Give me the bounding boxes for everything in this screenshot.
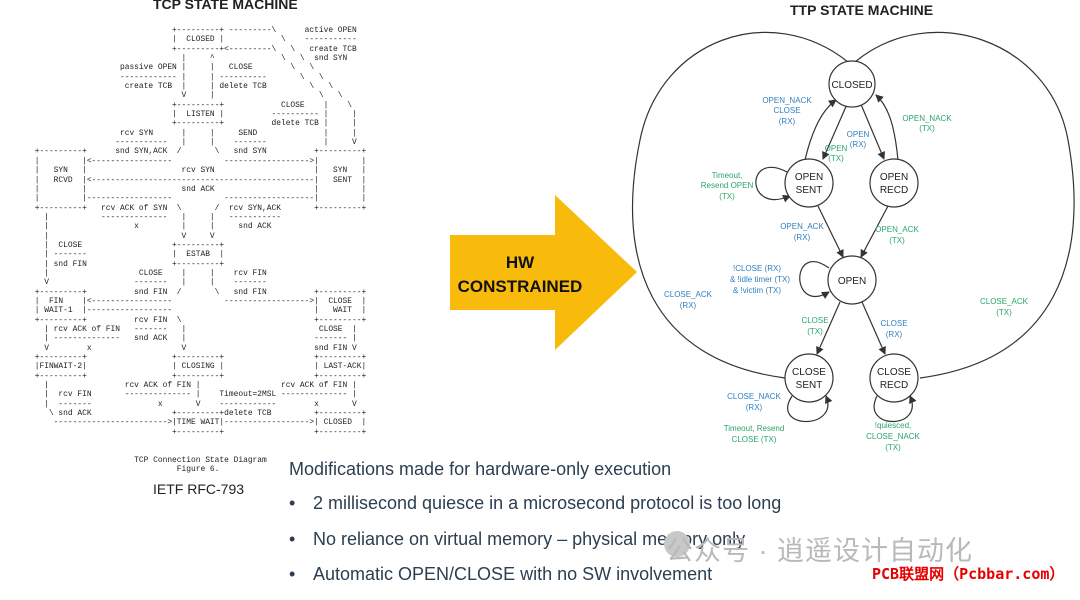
svg-text:OPEN: OPEN [847, 130, 870, 139]
edge-open-to-close-sent [816, 301, 841, 355]
edge-recd-to-closed [875, 94, 899, 161]
svg-text:OPEN: OPEN [795, 172, 823, 183]
svg-text:(TX): (TX) [919, 124, 935, 133]
loop-open [799, 261, 830, 299]
label-close-nack-rx: CLOSE_NACK (RX) [727, 392, 781, 412]
wechat-icon [664, 531, 690, 557]
hw-constrained-arrow: HW CONSTRAINED [450, 195, 637, 350]
svg-text:& !victim (TX): & !victim (TX) [733, 286, 781, 295]
svg-text:(TX): (TX) [889, 236, 905, 245]
svg-text:Timeout,: Timeout, [712, 171, 743, 180]
rfc-source-label: IETF RFC-793 [153, 481, 245, 497]
edge-closed-outer-left [631, 31, 856, 379]
svg-text:!quiesced,: !quiesced, [875, 421, 911, 430]
watermark: 公众号 · 逍遥设计自动化 [666, 536, 973, 566]
state-close-recd: CLOSE RECD [869, 353, 919, 403]
label-close-rx: CLOSE (RX) [880, 319, 907, 339]
edge-closed-to-sent [822, 101, 849, 160]
label-open-nack-close-rx: OPEN_NACK CLOSE (RX) [762, 96, 812, 126]
svg-text:CLOSED: CLOSED [831, 80, 872, 91]
tcp-title: TCP STATE MACHINE [153, 0, 298, 12]
svg-text:SENT: SENT [796, 185, 823, 196]
svg-text:(RX): (RX) [680, 301, 697, 310]
list-item: •Automatic OPEN/CLOSE with no SW involve… [289, 564, 713, 584]
label-open-rx: OPEN (RX) [847, 130, 870, 149]
label-close-ack-tx: CLOSE_ACK (TX) [980, 297, 1029, 317]
bullet-icon: • [289, 493, 296, 513]
edge-open-to-close-recd [861, 301, 886, 355]
svg-text:(TX): (TX) [885, 443, 901, 452]
state-open: OPEN [827, 255, 877, 305]
bullet-icon: • [289, 564, 296, 584]
svg-text:Resend OPEN: Resend OPEN [701, 181, 754, 190]
ttp-title: TTP STATE MACHINE [790, 2, 934, 18]
svg-text:OPEN: OPEN [825, 144, 848, 153]
label-open-ack-rx: OPEN_ACK (RX) [780, 222, 824, 242]
svg-text:(RX): (RX) [850, 140, 867, 149]
label-open-ack-tx: OPEN_ACK (TX) [875, 225, 919, 245]
modifications-heading: Modifications made for hardware-only exe… [289, 459, 672, 479]
list-item: •2 millisecond quiesce in a microsecond … [289, 493, 782, 513]
edge-closed-to-recd [859, 101, 885, 160]
svg-text:(RX): (RX) [886, 330, 903, 339]
list-item: •No reliance on virtual memory – physica… [289, 528, 746, 549]
label-open-loop: !CLOSE (RX) & !idle timer (TX) & !victim… [730, 264, 790, 295]
modifications-list: •2 millisecond quiesce in a microsecond … [289, 493, 781, 600]
svg-text:!CLOSE (RX): !CLOSE (RX) [733, 264, 781, 273]
svg-text:Timeout, Resend: Timeout, Resend [724, 424, 785, 433]
arrow-label-line2: CONSTRAINED [458, 277, 583, 296]
label-quiesced-close-nack: !quiesced, CLOSE_NACK (TX) [866, 421, 920, 452]
tcp-state-diagram: +---------+ ---------\ active OPEN | CLO… [34, 26, 367, 475]
svg-text:OPEN: OPEN [838, 276, 866, 287]
edge-sent-to-open [817, 205, 844, 258]
loop-open-sent [755, 166, 791, 203]
svg-text:(RX): (RX) [794, 233, 811, 242]
svg-text:CLOSE: CLOSE [877, 367, 911, 378]
svg-text:OPEN: OPEN [880, 172, 908, 183]
svg-text:(RX): (RX) [779, 117, 796, 126]
svg-text:CLOSE (TX): CLOSE (TX) [732, 435, 777, 444]
bullet-icon: • [289, 528, 296, 549]
loop-close-recd [873, 395, 917, 423]
svg-text:CLOSE_ACK: CLOSE_ACK [980, 297, 1029, 306]
svg-text:CLOSE_NACK: CLOSE_NACK [727, 392, 781, 401]
svg-text:RECD: RECD [880, 185, 908, 196]
label-open-tx: OPEN (TX) [825, 144, 848, 163]
label-close-tx: CLOSE (TX) [801, 316, 828, 336]
state-open-sent: OPEN SENT [784, 158, 834, 208]
svg-text:CLOSE: CLOSE [801, 316, 828, 325]
edge-sent-to-closed [804, 99, 837, 161]
svg-text:CLOSE: CLOSE [773, 106, 800, 115]
svg-text:CLOSE: CLOSE [880, 319, 907, 328]
label-timeout-resend-close: Timeout, Resend CLOSE (TX) [724, 424, 785, 444]
svg-text:RECD: RECD [880, 380, 908, 391]
svg-text:(TX): (TX) [828, 154, 844, 163]
label-open-nack-tx: OPEN_NACK (TX) [902, 114, 952, 133]
svg-text:OPEN_NACK: OPEN_NACK [762, 96, 812, 105]
svg-text:CLOSE_NACK: CLOSE_NACK [866, 432, 920, 441]
svg-text:OPEN_NACK: OPEN_NACK [902, 114, 952, 123]
state-open-recd: OPEN RECD [869, 158, 919, 208]
svg-text:SENT: SENT [796, 380, 823, 391]
svg-text:(TX): (TX) [807, 327, 823, 336]
svg-text:CLOSE_ACK: CLOSE_ACK [664, 290, 713, 299]
svg-text:& !idle timer (TX): & !idle timer (TX) [730, 275, 790, 284]
svg-text:OPEN_ACK: OPEN_ACK [875, 225, 919, 234]
arrow-label-line1: HW [506, 253, 535, 272]
svg-text:(TX): (TX) [996, 308, 1012, 317]
svg-text:(TX): (TX) [719, 192, 735, 201]
svg-text:CLOSE: CLOSE [792, 367, 826, 378]
label-close-ack-rx: CLOSE_ACK (RX) [664, 290, 713, 310]
loop-close-sent [787, 395, 833, 422]
site-badge: PCB联盟网（Pcbbar.com） [872, 565, 1065, 583]
edge-closed-outer-right [847, 31, 1075, 379]
state-close-sent: CLOSE SENT [784, 353, 834, 403]
label-timeout-resend-open: Timeout, Resend OPEN (TX) [701, 171, 754, 201]
svg-text:(RX): (RX) [746, 403, 763, 412]
svg-text:OPEN_ACK: OPEN_ACK [780, 222, 824, 231]
state-closed: CLOSED [828, 60, 876, 108]
edge-recd-to-open [860, 205, 889, 258]
